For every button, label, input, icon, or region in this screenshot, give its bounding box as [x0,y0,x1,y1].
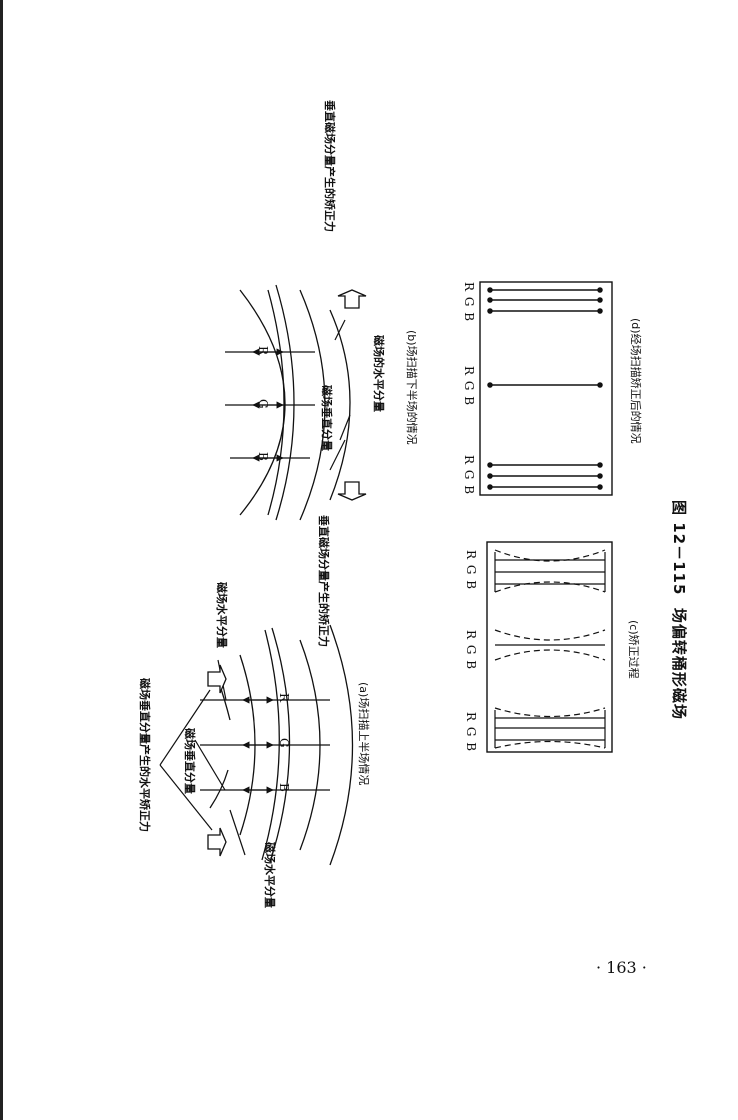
panel-d-beams [487,287,603,490]
panel-a-hollow-arrows [207,664,227,857]
panel-b-caption: (b)场扫描下半场的情况 [405,330,418,445]
panel-d-caption: (d)经场扫描矫正后的情况 [629,318,642,444]
panel-c-rgb-3: R G B [464,550,478,591]
panel-c-rgb-2: R G B [464,630,478,671]
panel-b-label-horizontal: 磁场的水平分量 [372,335,385,412]
panel-c-caption: (c)矫正过程 [627,620,640,679]
panel-d-rgb-2: R G B [462,366,476,407]
panel-b-hollow-arrows [337,289,367,501]
panel-a-label-horizontal-bottom: 磁场水平分量 [263,842,276,908]
panel-a-letter-b: B [277,783,291,792]
panel-a-label-force: 磁场垂直分量产生的水平矫正力 [138,678,151,832]
panel-a-label-horizontal-top: 磁场水平分量 [215,582,228,648]
panel-d-rgb-1: R G B [462,455,476,496]
figure-title: 图 12－115 场偏转桶形磁场 [669,500,690,720]
panel-c-beams [494,549,606,749]
panel-a-letter-r: R [277,693,291,703]
panel-a-field-lines [200,624,354,866]
panel-b-arrows [252,319,351,471]
page-left-border [0,0,3,1120]
panel-a-label-vertical: 磁场垂直分量 [183,728,196,794]
panel-d-frame [479,281,613,496]
panel-c-rgb-1: R G B [464,712,478,753]
panel-b-label-force-bottom: 垂直磁场分量产生的矫正力 [317,515,330,647]
panel-a-letter-g: G [277,738,291,748]
panel-d-rgb-3: R G B [462,282,476,323]
figure-number: 图 12－115 [670,500,688,596]
panel-b-letter-b: B [256,452,270,461]
panel-b-label-vertical: 磁场垂直分量 [320,385,333,451]
figure-title-text: 场偏转桶形磁场 [670,607,688,720]
panel-b-letter-r: R [256,346,270,356]
panel-c-frame [486,541,613,753]
panel-b-label-force-top: 垂直磁场分量产生的矫正力 [323,100,336,232]
panel-a-arrows [159,659,274,856]
panel-b-letter-g: G [256,399,270,409]
page-number: · 163 · [596,958,647,977]
panel-a-caption: (a)场扫描上半场情况 [357,682,370,786]
